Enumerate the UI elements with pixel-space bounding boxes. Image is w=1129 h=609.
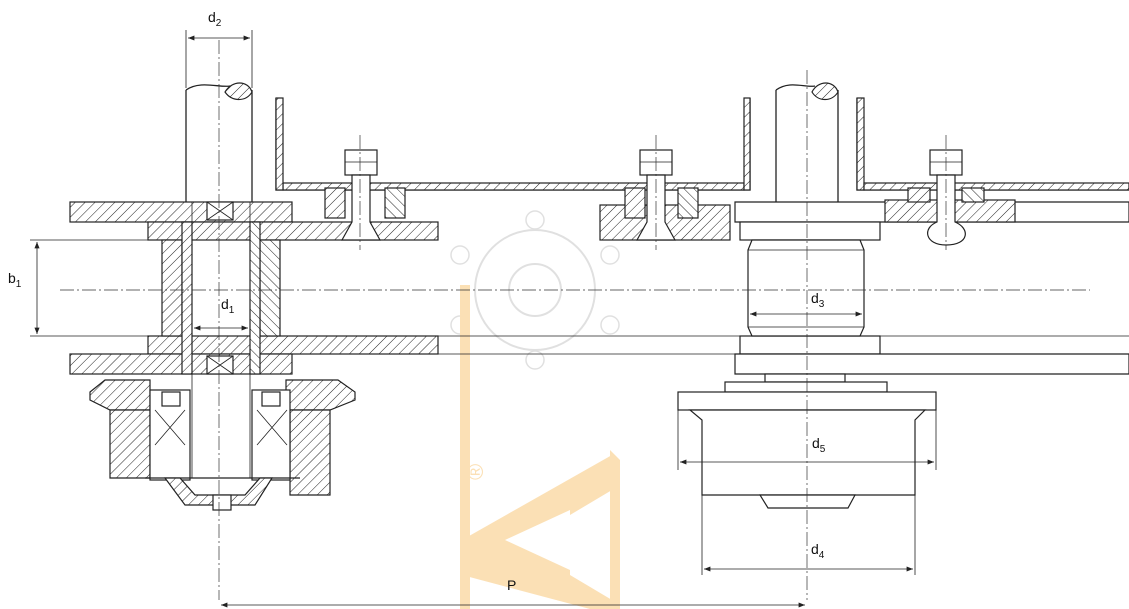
label-b1: b1: [8, 270, 22, 290]
bolt-1: [324, 149, 406, 241]
label-p: P: [507, 577, 516, 593]
right-shaft: [775, 82, 839, 202]
dimension-d5: [677, 410, 937, 470]
watermark: ®: [450, 210, 620, 609]
left-sleeve: [161, 221, 281, 375]
lower-plate: [69, 335, 1129, 375]
left-shaft: [185, 82, 253, 478]
watermark-registered-mark: ®: [463, 464, 488, 480]
watermark-a-shape: [462, 455, 612, 609]
dimension-d2: [185, 30, 253, 88]
label-d1: d1: [221, 296, 235, 316]
label-d3: d3: [811, 290, 825, 310]
centerlines: [60, 40, 1090, 600]
dimension-d4: [701, 495, 916, 575]
right-flange: [677, 373, 937, 509]
frame-channel: [275, 97, 1129, 191]
label-d2: d2: [208, 9, 222, 29]
idler-roller: [747, 239, 865, 337]
label-d5: d5: [812, 435, 826, 455]
dimension-b1: [30, 239, 160, 337]
left-bearing-housing: [89, 379, 356, 511]
label-d4: d4: [811, 541, 825, 561]
